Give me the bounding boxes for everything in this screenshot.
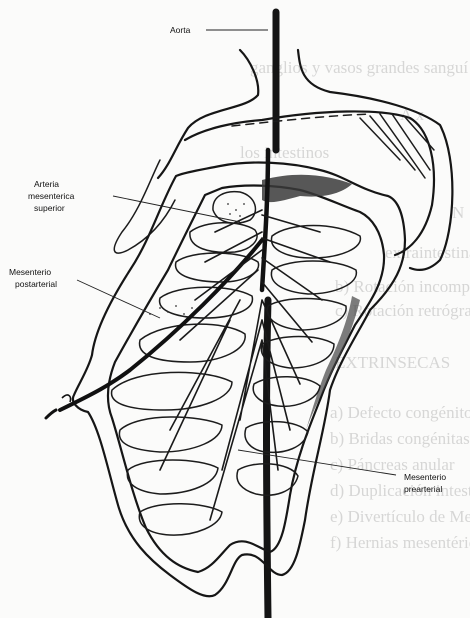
mesenteric-arteries xyxy=(46,150,330,520)
label-arteria-line3: superior xyxy=(34,203,65,213)
label-mesenterio-pre-line1: Mesenterio xyxy=(404,472,446,482)
duodenum-body xyxy=(213,192,256,224)
leader-mesenterio-post xyxy=(77,280,160,318)
bg-line-9: b) Bridas congénitas xyxy=(330,429,470,448)
bg-line-3: N xyxy=(452,203,464,222)
label-arteria-line1: Arteria xyxy=(34,179,59,189)
label-aorta: Aorta xyxy=(170,25,191,35)
bg-line-2: los intestinos xyxy=(240,143,329,162)
bg-line-7: EXTRINSECAS xyxy=(335,353,450,372)
label-mesenterio-pre-line2: prearterial xyxy=(404,484,442,494)
bg-line-12: e) Divertículo de Meckel xyxy=(330,507,470,526)
bg-line-5: b) Rotación incompleta xyxy=(335,277,470,296)
bg-line-13: f) Hernias mesentéricas internas xyxy=(330,533,470,552)
mesentery-outer-outline xyxy=(73,163,405,597)
bg-line-0: ganglios y vasos grandes sanguí xyxy=(250,58,468,77)
label-mesenterio-post-line2: postarterial xyxy=(15,279,57,289)
label-arteria-mesenterica-superior: Arteria mesenterica superior xyxy=(28,179,75,213)
label-mesenterio-postarterial: Mesenterio postarterial xyxy=(9,267,57,289)
label-arteria-line2: mesenterica xyxy=(28,191,75,201)
bg-line-8: a) Defecto congénito mesent xyxy=(330,403,470,422)
bg-line-11: d) Duplicación intestinal xyxy=(330,481,470,500)
bg-line-4: extraintestinal fluid xyxy=(385,243,470,262)
shaded-region xyxy=(262,175,352,202)
label-mesenterio-post-line1: Mesenterio xyxy=(9,267,51,277)
